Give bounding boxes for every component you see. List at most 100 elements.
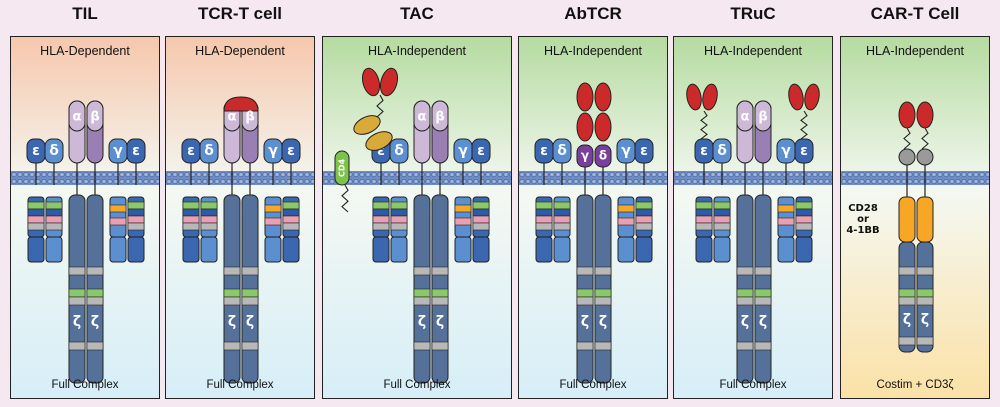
itam-band — [535, 222, 553, 231]
beta-glyph: β — [245, 110, 254, 125]
panel-footer: Costim + CD3ζ — [876, 379, 954, 391]
abtcr-antibody-domain — [594, 82, 612, 112]
cd3-gamma-tail — [264, 196, 282, 238]
lipid-head — [65, 179, 71, 185]
lipid-head — [497, 179, 503, 185]
zeta-glyph: ζ — [599, 314, 607, 330]
lipid-head — [101, 172, 107, 178]
lipid-head — [788, 172, 794, 178]
lipid-head — [794, 172, 800, 178]
itam-band — [617, 204, 635, 213]
lipid-head — [365, 172, 371, 178]
lipid-head — [567, 179, 573, 185]
zeta-band — [736, 288, 754, 298]
lipid-head — [467, 179, 473, 185]
lipid-head — [491, 179, 497, 185]
cd3-gamma-tail — [617, 196, 635, 238]
lipid-head — [937, 172, 943, 178]
cd3-delta-glyph: δ — [557, 143, 567, 159]
cd3-gamma-tail-end — [109, 236, 127, 263]
lipid-head — [591, 172, 597, 178]
lipid-head — [353, 179, 359, 185]
lipid-head — [734, 172, 740, 178]
cd3-delta-glyph: δ — [394, 143, 404, 159]
truc-scfv-domain — [788, 83, 804, 111]
lipid-head — [166, 172, 172, 178]
itam-band — [713, 201, 731, 210]
lipid-head — [101, 179, 107, 185]
lipid-head — [818, 172, 824, 178]
lipid-head — [943, 179, 949, 185]
itam-band — [472, 208, 490, 217]
cd3-gamma-tail — [454, 196, 472, 238]
lipid-head — [919, 172, 925, 178]
lipid-head — [710, 179, 716, 185]
cd4-tail — [341, 184, 349, 213]
cd3-epsilon-right-glyph: ε — [477, 143, 485, 159]
itam-band — [45, 215, 63, 224]
lipid-head — [889, 172, 895, 178]
lipid-head — [537, 172, 543, 178]
lipid-head — [716, 179, 722, 185]
zeta-band — [576, 266, 594, 276]
lipid-head — [329, 172, 335, 178]
tcr-alpha-variable — [736, 100, 754, 132]
zeta-band — [594, 288, 612, 298]
panel-footer: Full Complex — [383, 379, 451, 391]
lipid-head — [788, 179, 794, 185]
abtcr-antibody-domain — [576, 112, 594, 142]
itam-band — [127, 215, 145, 224]
zeta-band — [241, 341, 259, 351]
title-abtcr: AbTCR — [564, 4, 622, 23]
zeta-glyph: ζ — [759, 314, 767, 330]
zeta-glyph: ζ — [246, 314, 254, 330]
zeta-band — [431, 288, 449, 298]
lipid-head — [859, 179, 865, 185]
zeta-band — [916, 296, 934, 306]
itam-band — [45, 208, 63, 217]
zeta-band — [413, 341, 431, 351]
lipid-head — [973, 172, 979, 178]
tcr-beta-variable — [754, 100, 772, 132]
itam-band — [282, 208, 300, 217]
itam-band — [472, 201, 490, 210]
gamma-glyph: γ — [581, 149, 589, 163]
zeta-glyph: ζ — [903, 312, 911, 328]
zeta-band — [86, 296, 104, 306]
lipid-head — [597, 172, 603, 178]
zeta-glyph: ζ — [436, 314, 444, 330]
lipid-head — [280, 172, 286, 178]
cd3-delta-tail-end — [390, 236, 408, 263]
zeta-glyph: ζ — [91, 314, 99, 330]
lipid-head — [812, 179, 818, 185]
itam-band — [454, 217, 472, 226]
lipid-head — [925, 172, 931, 178]
panel-subtitle: HLA-Independent — [544, 44, 642, 58]
itam-band — [27, 222, 45, 231]
lipid-head — [651, 179, 657, 185]
tac-scfv-domain — [379, 67, 399, 97]
lipid-head — [95, 172, 101, 178]
alpha-glyph: α — [73, 110, 82, 125]
lipid-head — [770, 172, 776, 178]
zeta-band — [754, 288, 772, 298]
itam-band — [713, 222, 731, 231]
lipid-head — [895, 172, 901, 178]
zeta-band — [86, 266, 104, 276]
lipid-head — [353, 172, 359, 178]
lipid-head — [262, 172, 268, 178]
itam-band — [372, 208, 390, 217]
panel-footer: Full Complex — [206, 379, 274, 391]
itam-band — [635, 222, 653, 231]
lipid-head — [955, 179, 961, 185]
lipid-head — [525, 172, 531, 178]
cd3-delta-glyph: δ — [717, 143, 727, 159]
lipid-head — [125, 179, 131, 185]
lipid-head — [597, 179, 603, 185]
lipid-head — [901, 179, 907, 185]
itam-band — [617, 217, 635, 226]
zeta-band — [223, 288, 241, 298]
lipid-head — [645, 179, 651, 185]
cd3-epsilon-right-tail-end — [127, 236, 145, 263]
